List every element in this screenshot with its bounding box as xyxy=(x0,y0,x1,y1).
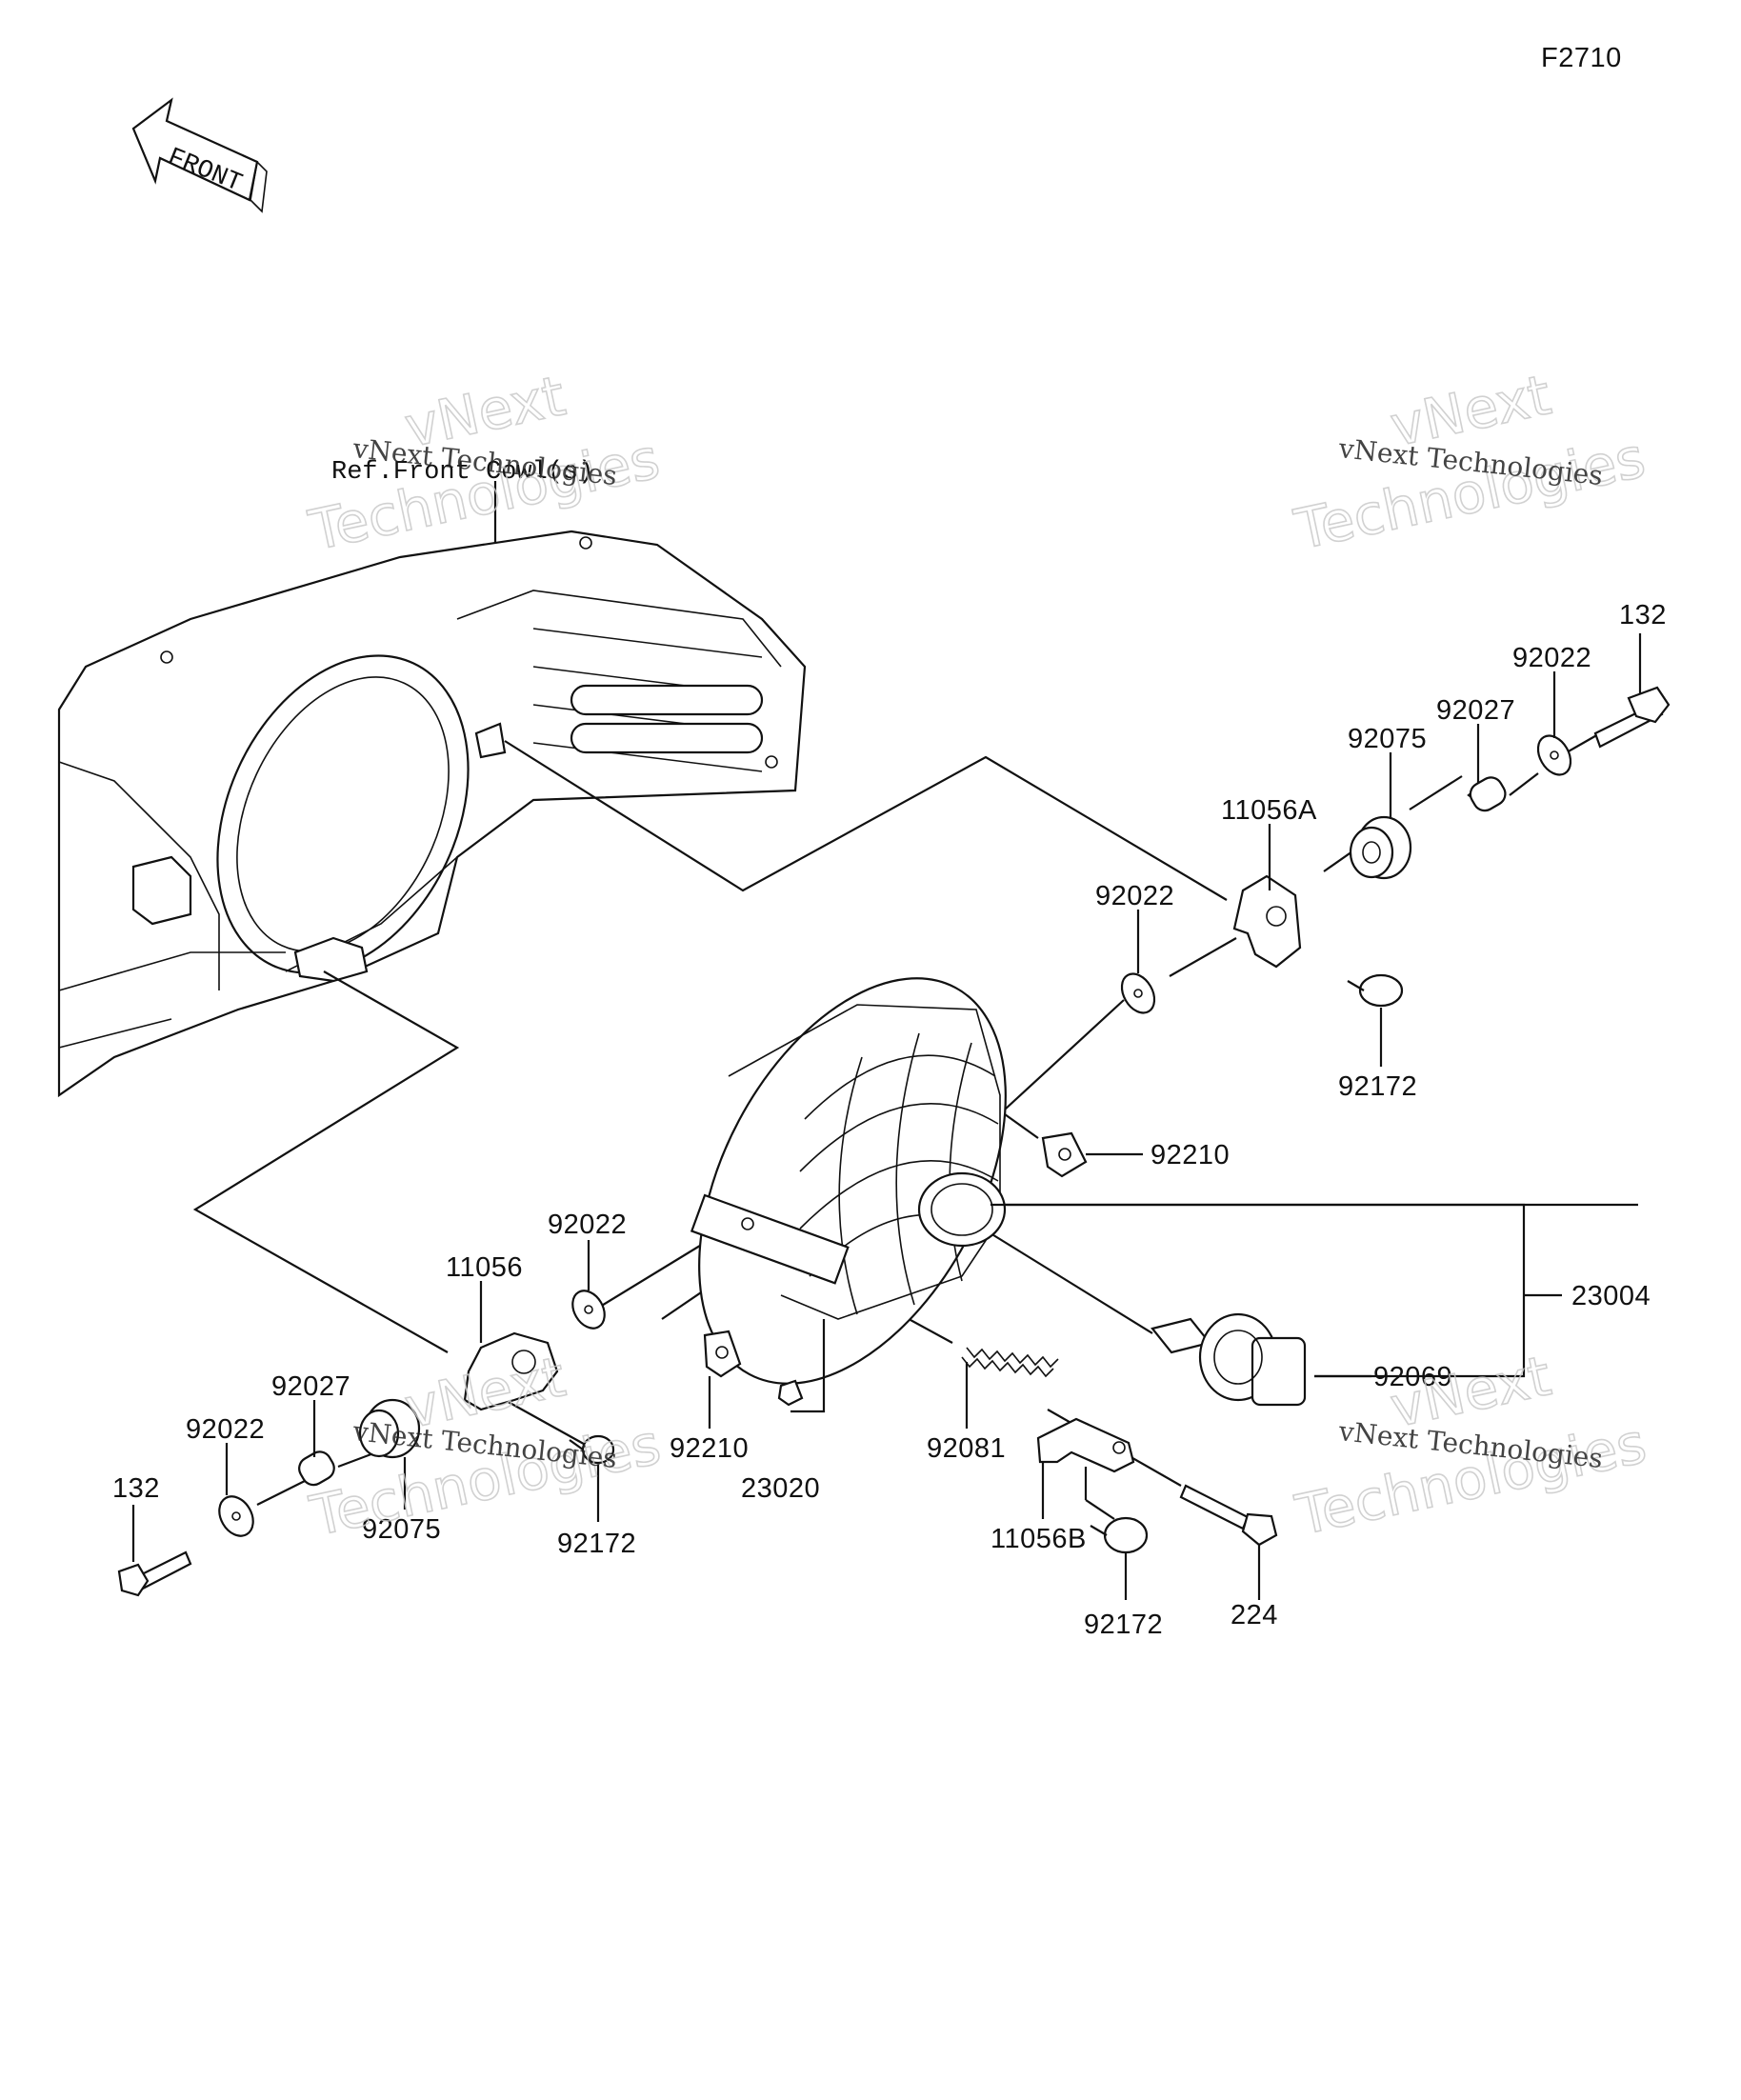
label-132-left: 132 xyxy=(112,1473,160,1504)
label-23020: 23020 xyxy=(741,1473,820,1504)
reference-note: Ref.Front Cowl(s) xyxy=(331,458,593,487)
bracket-11056B xyxy=(1036,1417,1135,1473)
watermark-group: vNext Technologies vNext Technologies vN… xyxy=(303,362,1652,1550)
label-92027-right: 92027 xyxy=(1436,695,1515,726)
collar-92027-left xyxy=(298,1450,335,1487)
washer-92022-left-low xyxy=(218,1495,254,1537)
collar-92027-right xyxy=(1467,776,1507,812)
label-92210-right: 92210 xyxy=(1151,1140,1230,1170)
bracket-11056A xyxy=(1232,874,1302,969)
figure-code: F2710 xyxy=(1541,43,1622,73)
nut-92210-left xyxy=(703,1330,742,1378)
damper-92075-right xyxy=(1349,815,1412,880)
part-number-labels: 132 92022 92027 92075 11056A 92022 92172… xyxy=(112,600,1667,1640)
spring-92081 xyxy=(961,1347,1059,1378)
label-92075-left: 92075 xyxy=(362,1514,441,1545)
label-11056B: 11056B xyxy=(991,1524,1087,1554)
screw-92172-left xyxy=(569,1434,615,1465)
label-92022-left-low: 92022 xyxy=(186,1414,265,1445)
label-92210-left: 92210 xyxy=(670,1433,749,1464)
washer-92022-left xyxy=(571,1290,606,1330)
label-224: 224 xyxy=(1231,1600,1278,1630)
label-92172-right: 92172 xyxy=(1338,1071,1417,1102)
label-23004: 23004 xyxy=(1571,1281,1651,1311)
front-cowl-drawing xyxy=(57,530,807,1098)
label-92027-left: 92027 xyxy=(271,1371,350,1402)
screw-92172-right xyxy=(1347,973,1404,1008)
label-92022-left: 92022 xyxy=(548,1210,627,1240)
cap-23020 xyxy=(777,1379,804,1407)
right-mount-hardware xyxy=(1041,686,1671,1407)
headlight-housing-drawing xyxy=(690,977,1007,1385)
bolt-132-left xyxy=(117,1550,192,1597)
label-11056: 11056 xyxy=(446,1252,523,1283)
label-132-right: 132 xyxy=(1619,600,1667,630)
label-92069: 92069 xyxy=(1373,1362,1452,1392)
left-mount-hardware xyxy=(117,1290,1278,1597)
label-92081: 92081 xyxy=(927,1433,1006,1464)
bracket-11056 xyxy=(463,1331,559,1411)
bolt-224 xyxy=(1179,1484,1278,1547)
front-direction-arrow: FRONT xyxy=(131,97,268,213)
washer-92022-right-mid xyxy=(1120,972,1156,1014)
label-92075-right: 92075 xyxy=(1348,724,1427,754)
label-92022-right-mid: 92022 xyxy=(1095,881,1174,911)
label-92172-left: 92172 xyxy=(557,1529,636,1559)
bolt-132-right xyxy=(1593,686,1671,749)
bulb-92069 xyxy=(1151,1312,1307,1407)
damper-92075-left xyxy=(358,1398,421,1459)
washer-92022-right-top xyxy=(1536,734,1572,776)
label-11056A: 11056A xyxy=(1221,795,1317,826)
callout-leaders xyxy=(131,633,1642,1600)
label-92022-right-top: 92022 xyxy=(1512,643,1591,673)
label-92172-bottom: 92172 xyxy=(1084,1610,1163,1640)
screw-92172-bottom xyxy=(1090,1516,1149,1554)
nut-92210-right xyxy=(1041,1131,1088,1178)
